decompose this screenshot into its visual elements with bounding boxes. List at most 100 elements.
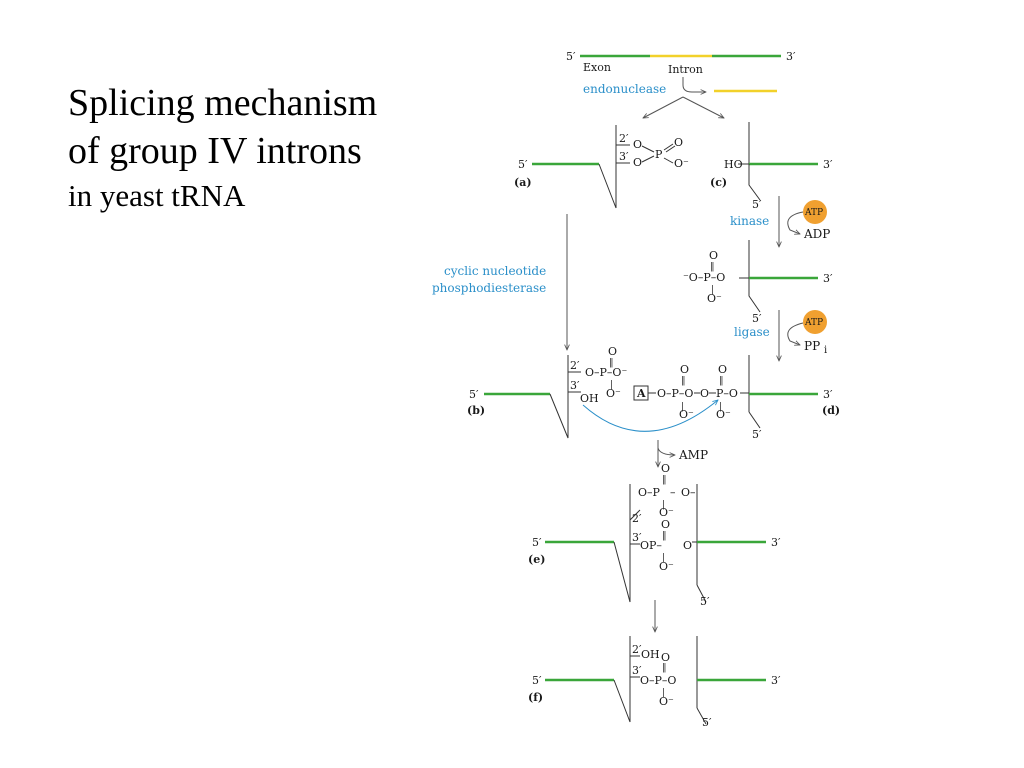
svg-text:O: O xyxy=(661,462,670,475)
slide-title: Splicing mechanism of group IV introns i… xyxy=(68,84,377,211)
endonuclease-label: endonuclease xyxy=(583,82,666,96)
svg-text:O: O xyxy=(709,249,718,262)
svg-text:O⁻: O⁻ xyxy=(716,408,731,421)
svg-text:O–: O– xyxy=(681,486,696,499)
svg-text:O: O xyxy=(700,387,709,400)
svg-text:O: O xyxy=(683,539,692,552)
cnp-label-1: cyclic nucleotide xyxy=(444,264,546,278)
svg-text:5′: 5′ xyxy=(700,595,710,608)
label-a: (a) xyxy=(514,176,532,189)
svg-text:3′: 3′ xyxy=(823,158,833,171)
svg-text:HO: HO xyxy=(724,158,743,171)
svg-text:OH: OH xyxy=(641,648,660,661)
svg-text:O⁻: O⁻ xyxy=(659,695,674,708)
svg-text:|: | xyxy=(662,553,665,563)
title-line-3: in yeast tRNA xyxy=(68,178,246,213)
endonuclease-arrow xyxy=(682,77,706,92)
split-arrow-left xyxy=(643,96,684,118)
svg-text:P: P xyxy=(655,148,663,161)
svg-text:O: O xyxy=(633,156,642,169)
panel-c: HO 3′ (c) 5′ xyxy=(710,122,833,211)
svg-text:3′: 3′ xyxy=(632,531,642,544)
atp-circle-kinase xyxy=(803,200,827,224)
svg-text:O: O xyxy=(633,138,642,151)
svg-text:P–O: P–O xyxy=(716,387,738,400)
label-e: (e) xyxy=(528,553,545,566)
svg-text:O⁻: O⁻ xyxy=(674,157,689,170)
svg-text:|: | xyxy=(719,402,722,412)
svg-text:‖: ‖ xyxy=(710,262,715,272)
panel-f: 5′ 2′ OH 3′ O ‖ O–P–O | O⁻ 3′ 5′ (f) xyxy=(528,636,781,729)
atp-circle-ligase xyxy=(803,310,827,334)
svg-text:|: | xyxy=(681,402,684,412)
svg-text:‖: ‖ xyxy=(681,376,686,386)
svg-text:|: | xyxy=(662,688,665,698)
svg-text:3′: 3′ xyxy=(823,388,833,401)
svg-text:‖: ‖ xyxy=(719,376,724,386)
svg-text:|: | xyxy=(711,285,714,295)
svg-text:3′: 3′ xyxy=(771,674,781,687)
svg-text:AMP: AMP xyxy=(678,448,708,462)
svg-text:A: A xyxy=(636,387,646,400)
svg-text:5′: 5′ xyxy=(469,388,479,401)
svg-text:‖: ‖ xyxy=(662,663,667,673)
svg-text:3′: 3′ xyxy=(632,664,642,677)
split-arrow-right xyxy=(682,96,724,118)
svg-text:OH: OH xyxy=(580,392,599,405)
svg-text:O–P: O–P xyxy=(638,486,661,499)
title-line-2: of group IV introns xyxy=(68,130,362,172)
exon-label: Exon xyxy=(583,61,611,74)
svg-text:‖: ‖ xyxy=(662,475,667,485)
phospho-5prime: O ‖ ⁻O–P–O | O⁻ 3′ 5′ xyxy=(683,240,833,325)
attack-arrow xyxy=(582,400,718,432)
title-line-1: Splicing mechanism xyxy=(68,82,378,124)
adenylylated-intermediate: A O–P–O O ‖ | O⁻ O P–O O ‖ | O⁻ xyxy=(633,363,738,421)
svg-text:O: O xyxy=(674,136,683,149)
svg-text:‖: ‖ xyxy=(609,358,614,368)
svg-text:O: O xyxy=(680,363,689,376)
cnp-label-2: phosphodiesterase xyxy=(432,281,546,295)
svg-text:O⁻: O⁻ xyxy=(679,408,694,421)
svg-text:i: i xyxy=(824,345,827,356)
top-5prime: 5′ xyxy=(566,50,576,63)
intron-label: Intron xyxy=(668,63,703,76)
label-b: (b) xyxy=(467,404,485,417)
svg-text:5′: 5′ xyxy=(752,428,762,441)
ligase-label: ligase xyxy=(734,325,770,339)
svg-text:5′: 5′ xyxy=(532,674,542,687)
svg-text:3′: 3′ xyxy=(570,379,580,392)
svg-text:|: | xyxy=(662,500,665,510)
kinase-label: kinase xyxy=(730,214,769,228)
svg-text:O⁻: O⁻ xyxy=(659,560,674,573)
panel-b: 5′ 2′ 3′ OH O ‖ O–P–O⁻ | O⁻ (b) xyxy=(467,345,627,439)
svg-text:3′: 3′ xyxy=(771,536,781,549)
label-c: (c) xyxy=(710,176,727,189)
svg-text:⁻O–P–O: ⁻O–P–O xyxy=(683,271,725,284)
svg-text:5′: 5′ xyxy=(752,198,762,211)
svg-text:|: | xyxy=(610,380,613,390)
svg-text:O: O xyxy=(608,345,617,358)
svg-text:O: O xyxy=(661,651,670,664)
svg-text:O–P–O⁻: O–P–O⁻ xyxy=(585,366,627,379)
svg-text:5′: 5′ xyxy=(752,312,762,325)
svg-text:ATP: ATP xyxy=(804,208,823,218)
svg-text:‖: ‖ xyxy=(662,531,667,541)
svg-text:O: O xyxy=(661,518,670,531)
panel-e: 5′ 2′ 3′ O ‖ O–P – O– | O⁻ O ‖ O P– O | … xyxy=(528,462,781,608)
top-3prime: 3′ xyxy=(786,50,796,63)
svg-text:–: – xyxy=(670,486,676,499)
pre-trna: 5′ 3′ Exon Intron xyxy=(566,50,796,76)
label-f: (f) xyxy=(528,691,543,704)
panel-a: 5′ 2′ 3′ O O P O O⁻ (a) xyxy=(514,125,689,209)
svg-text:2′: 2′ xyxy=(632,512,642,525)
svg-text:2′: 2′ xyxy=(632,643,642,656)
svg-text:O–P–O: O–P–O xyxy=(657,387,693,400)
label-d: (d) xyxy=(822,404,840,417)
panel-d: 3′ 5′ (d) xyxy=(740,355,840,441)
svg-text:O–P–O: O–P–O xyxy=(640,674,676,687)
svg-text:O⁻: O⁻ xyxy=(659,506,674,519)
svg-text:5′: 5′ xyxy=(532,536,542,549)
svg-text:PP: PP xyxy=(804,339,820,353)
svg-text:2′: 2′ xyxy=(570,359,580,372)
